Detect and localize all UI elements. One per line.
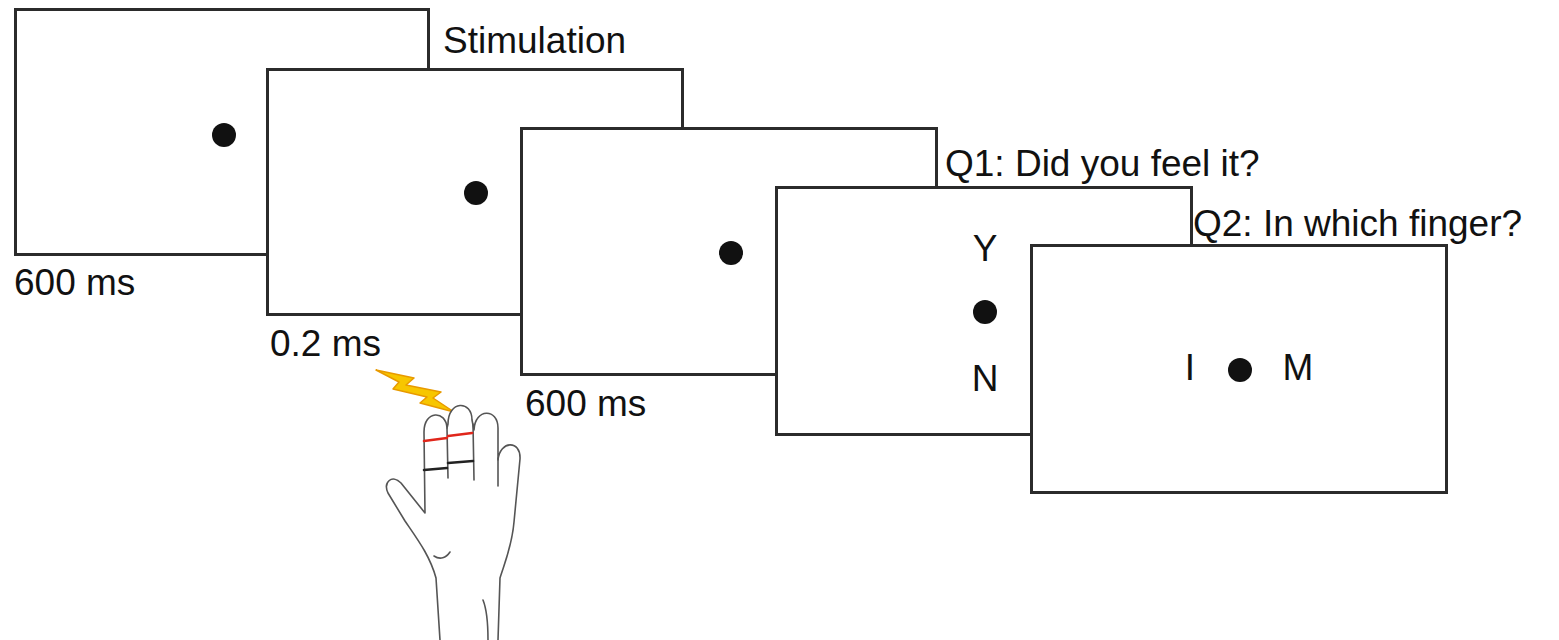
screen-label: Q2: In which finger? <box>1193 203 1522 246</box>
fixation-dot <box>717 239 745 267</box>
fixation-dot-circle <box>973 300 997 324</box>
screen-label: Stimulation <box>443 20 626 63</box>
display-screen: Q2: In which finger?IM <box>1030 244 1448 494</box>
fixation-dot-circle <box>1228 358 1252 382</box>
fixation-dot <box>971 298 999 326</box>
fixation-dot-circle <box>212 123 236 147</box>
fixation-dot-circle <box>719 241 743 265</box>
electrode-rings <box>424 433 473 470</box>
hand-outline <box>387 405 520 640</box>
fixation-dot <box>210 121 238 149</box>
response-option: N <box>972 358 999 401</box>
fixation-dot-circle <box>464 181 488 205</box>
lightning-bolt <box>376 370 454 412</box>
screen-label: 600 ms <box>14 262 135 305</box>
screen-label: 0.2 ms <box>270 323 381 366</box>
fixation-dot <box>1226 356 1254 384</box>
response-option: I <box>1185 347 1195 390</box>
fixation-dot <box>462 179 490 207</box>
screen-label: Q1: Did you feel it? <box>945 143 1260 186</box>
response-option: Y <box>973 228 998 271</box>
response-option: M <box>1283 347 1314 390</box>
screen-label: 600 ms <box>525 383 646 426</box>
